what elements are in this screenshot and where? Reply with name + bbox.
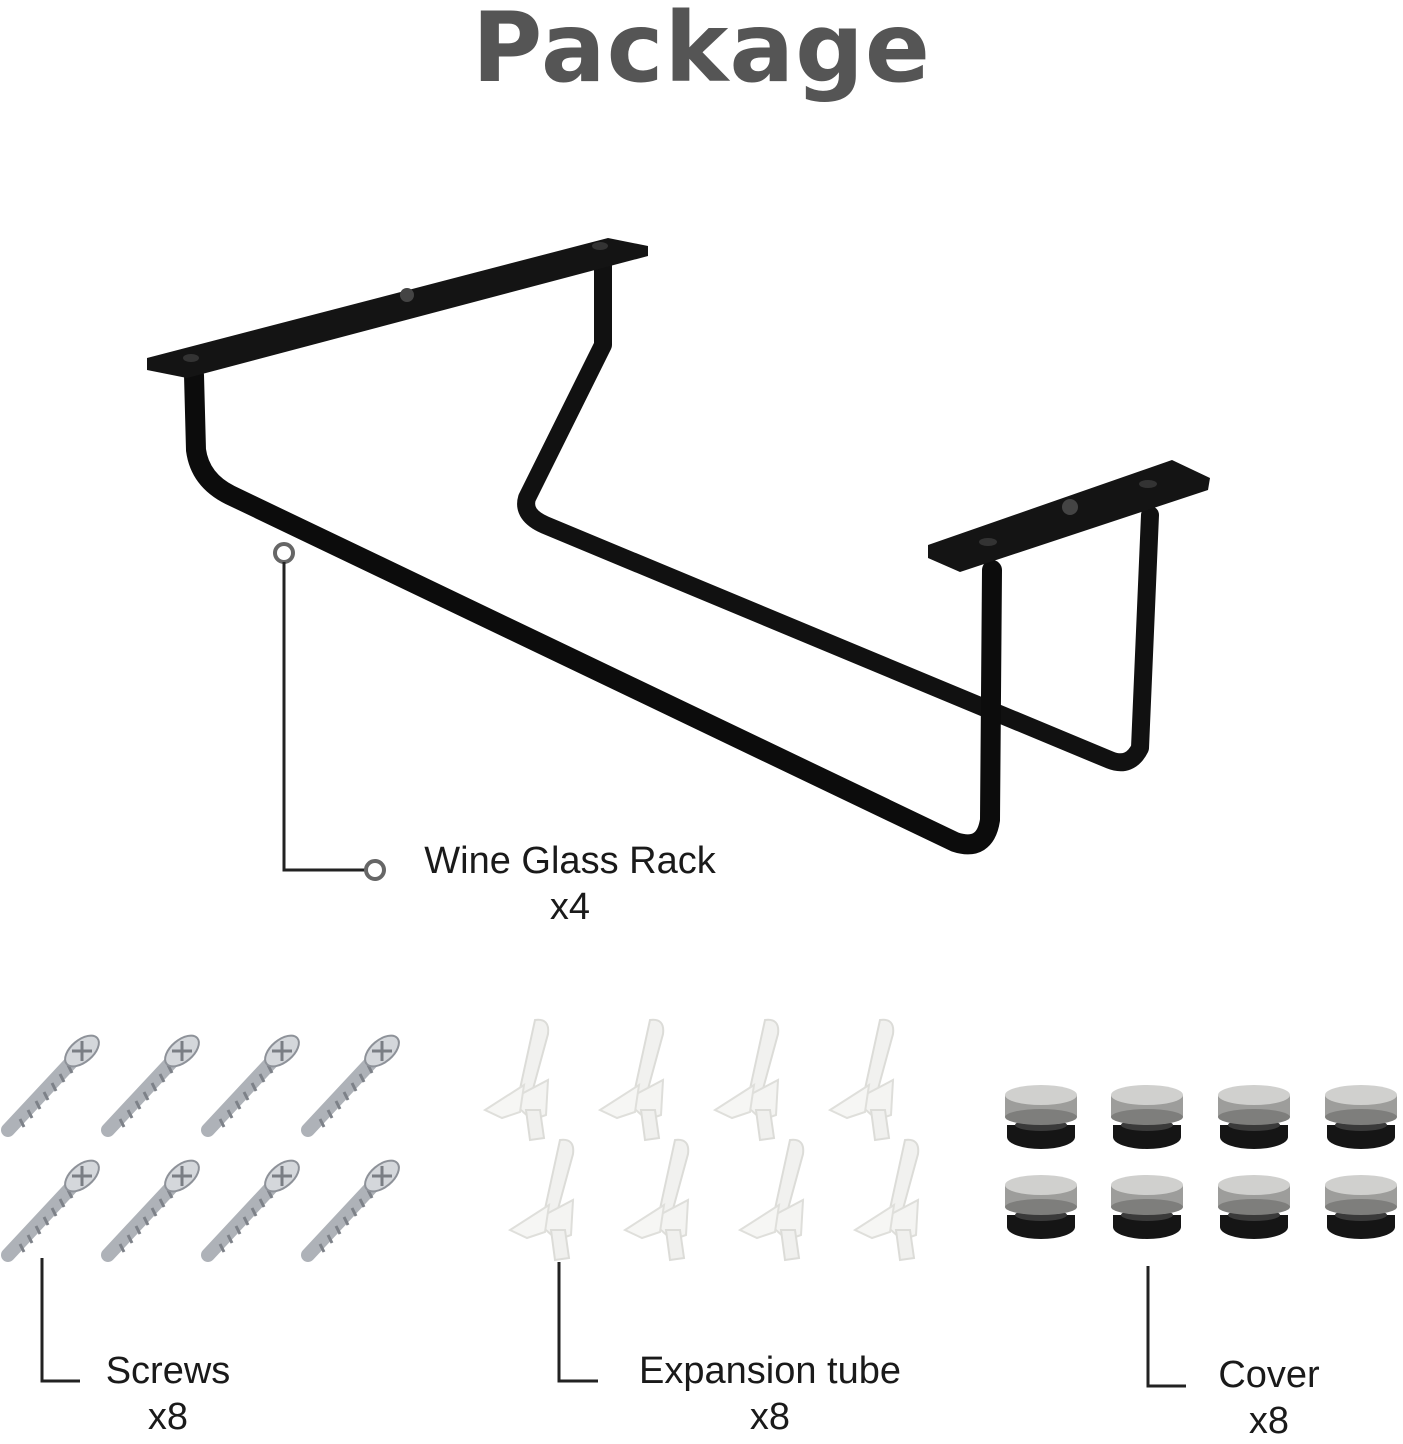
screw-icon [208, 1030, 304, 1130]
screw-icon [108, 1030, 204, 1130]
page-title: Package [472, 0, 931, 104]
rack-name: Wine Glass Rack [424, 840, 716, 882]
expansion-qty: x8 [749, 1396, 791, 1438]
cover-cap-icon [1111, 1085, 1183, 1149]
expansion-tube-icon [624, 1138, 690, 1261]
expansion-tubes-group [484, 1018, 920, 1261]
cover-name: Cover [1218, 1354, 1320, 1396]
screw-icon [208, 1155, 304, 1255]
wine-glass-rack-icon [147, 238, 1210, 855]
rack-qty: x4 [549, 886, 591, 928]
expansion-tube-icon [509, 1138, 575, 1261]
cover-cap-icon [1218, 1175, 1290, 1239]
cover-cap-icon [1325, 1175, 1397, 1239]
screws-name: Screws [105, 1350, 231, 1392]
cover-label: Cover x8 [1195, 1352, 1343, 1444]
expansion-tube-icon [854, 1138, 920, 1261]
screw-icon [8, 1155, 104, 1255]
expansion-label: Expansion tube x8 [610, 1348, 930, 1440]
screw-icon [308, 1155, 404, 1255]
screws-label: Screws x8 [88, 1348, 248, 1440]
cover-cap-icon [1005, 1085, 1077, 1149]
covers-group [1005, 1085, 1397, 1239]
cover-leader-line [1146, 1266, 1186, 1388]
screws-group [8, 1030, 404, 1255]
screw-icon [108, 1155, 204, 1255]
expansion-tube-icon [484, 1018, 550, 1141]
screw-icon [308, 1030, 404, 1130]
expansion-leader-line [557, 1262, 598, 1383]
expansion-tube-icon [599, 1018, 665, 1141]
cover-cap-icon [1218, 1085, 1290, 1149]
cover-cap-icon [1325, 1085, 1397, 1149]
expansion-tube-icon [739, 1138, 805, 1261]
screws-qty: x8 [147, 1396, 189, 1438]
rack-leader-line [273, 542, 386, 881]
rack-label: Wine Glass Rack x4 [400, 838, 740, 930]
cover-cap-icon [1111, 1175, 1183, 1239]
cover-cap-icon [1005, 1175, 1077, 1239]
expansion-tube-icon [714, 1018, 780, 1141]
screw-icon [8, 1030, 104, 1130]
expansion-name: Expansion tube [639, 1350, 901, 1392]
screws-leader-line [40, 1258, 80, 1383]
expansion-tube-icon [829, 1018, 895, 1141]
cover-qty: x8 [1248, 1400, 1290, 1442]
